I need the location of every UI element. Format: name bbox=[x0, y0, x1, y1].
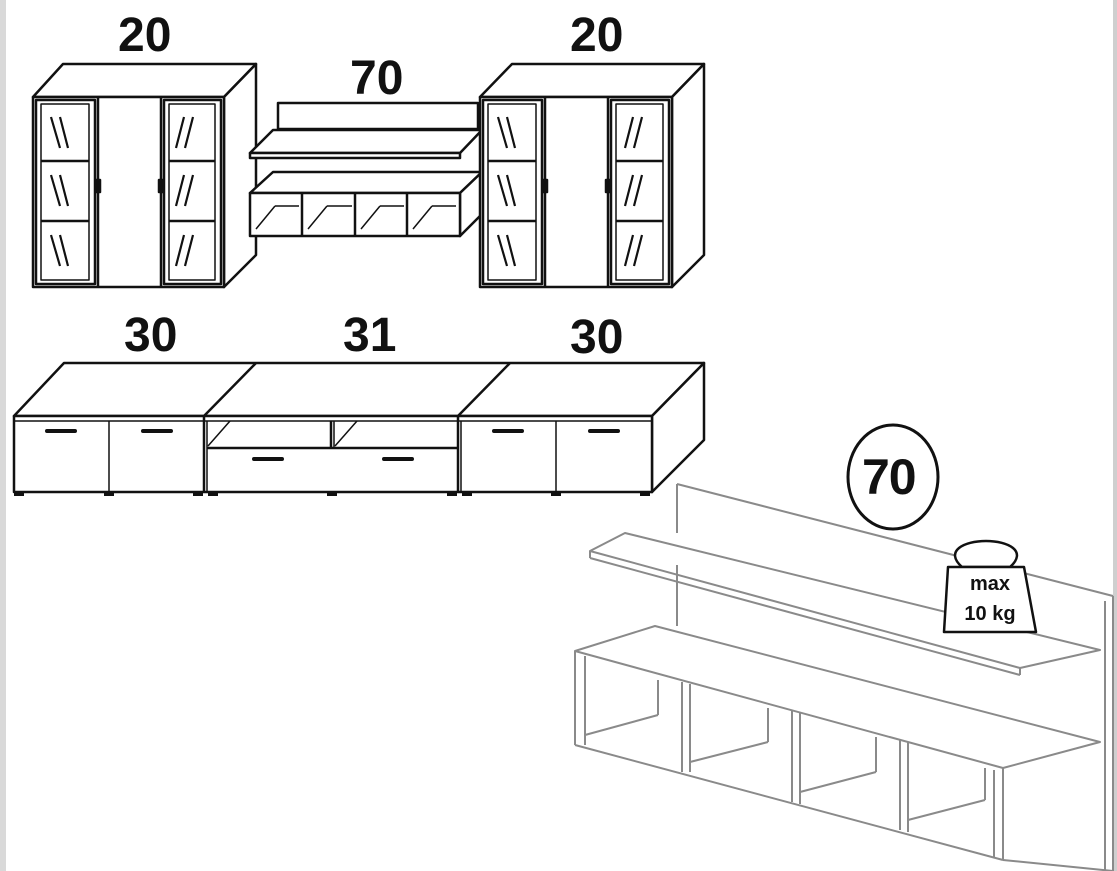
glass-reflection-marks bbox=[49, 116, 195, 267]
upper-shelf-top bbox=[248, 128, 484, 155]
lowboard-front bbox=[12, 414, 654, 494]
cabinet-side-face bbox=[222, 62, 258, 289]
shelf-detail bbox=[574, 483, 1114, 871]
lower-shelf-top bbox=[248, 170, 484, 195]
weight-limit-label: 10 kg bbox=[964, 603, 1016, 625]
top-seam bbox=[457, 362, 511, 417]
wall-shelf bbox=[248, 101, 484, 238]
detail-lower-shelf-top bbox=[574, 625, 1101, 769]
shelf-top-label: 70 bbox=[350, 52, 404, 105]
lowboard-feet bbox=[14, 492, 650, 496]
cabinet-left-label: 20 bbox=[118, 9, 172, 62]
weight-icon bbox=[942, 539, 1038, 634]
page-edge-right bbox=[1113, 0, 1117, 871]
lowboard-top-face bbox=[12, 361, 706, 418]
lowboard-row bbox=[12, 361, 706, 494]
upper-shelf-edge bbox=[248, 151, 462, 160]
door-handle bbox=[157, 178, 165, 194]
top-seam bbox=[203, 362, 257, 417]
glass-door-inner bbox=[168, 103, 216, 281]
module-number-label: 70 bbox=[862, 449, 917, 505]
cubby-inner-lines bbox=[255, 205, 456, 230]
cabinet-side-face bbox=[670, 62, 706, 289]
cabinet-left bbox=[31, 62, 258, 289]
page-edge-left bbox=[0, 0, 6, 871]
lowboard-right-label: 30 bbox=[570, 311, 624, 364]
module-number-circle bbox=[846, 423, 940, 531]
glass-reflection-marks bbox=[496, 116, 644, 267]
door-handle bbox=[604, 178, 612, 194]
cabinet-right-label: 20 bbox=[570, 9, 624, 62]
cabinet-top-face bbox=[478, 62, 706, 99]
lowboard-middle-label: 31 bbox=[343, 309, 397, 362]
shelf-back-panel bbox=[276, 101, 480, 131]
drawer-handles bbox=[45, 429, 620, 461]
door-handle bbox=[94, 178, 102, 194]
detail-upper-shelf bbox=[589, 532, 1101, 669]
glass-door-inner bbox=[615, 103, 664, 281]
cabinet-top-face bbox=[31, 62, 258, 99]
lowboard-left-label: 30 bbox=[124, 309, 178, 362]
weight-max-label: max bbox=[969, 573, 1011, 595]
door-handle bbox=[541, 178, 549, 194]
cabinet-right bbox=[478, 62, 706, 289]
